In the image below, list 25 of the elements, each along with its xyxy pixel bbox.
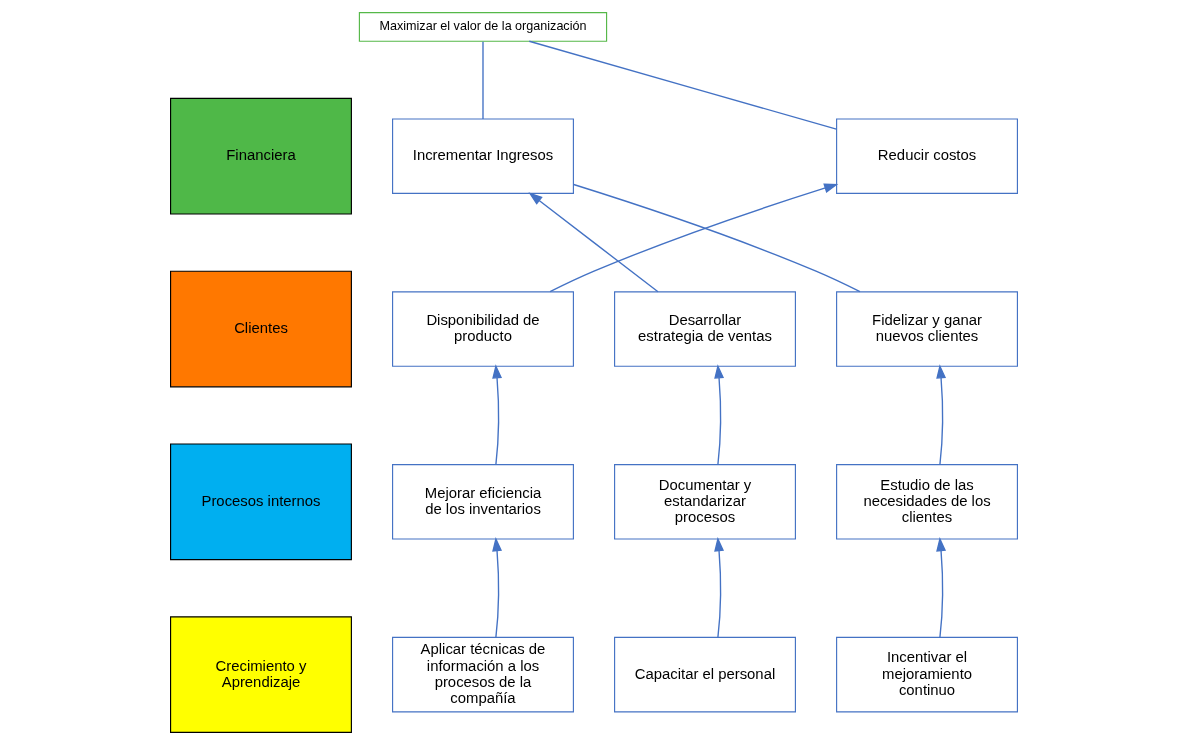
node-box: Fidelizar y ganar nuevos clientes — [836, 291, 1018, 367]
node-box: Mejorar eficiencia de los inventarios — [392, 464, 574, 540]
node-box: Financiera — [170, 97, 352, 215]
node-box: Reducir costos — [836, 118, 1018, 194]
node-box: Estudio de las necesidades de los clientes — [836, 464, 1018, 540]
arrow — [714, 537, 725, 639]
arrow — [936, 537, 947, 639]
arrow — [528, 192, 659, 293]
arrow — [714, 364, 725, 466]
node-box: Incrementar Ingresos — [392, 118, 574, 194]
node-box: Aplicar técnicas de información a los procesos de la compañía — [392, 636, 574, 713]
node-box: Disponibilidad de producto — [392, 291, 574, 367]
connector — [482, 40, 484, 120]
arrow — [492, 537, 503, 639]
node-box: Documentar y estandarizar procesos — [614, 464, 796, 540]
arrow — [492, 364, 503, 466]
connector — [528, 40, 838, 130]
node-box: Clientes — [170, 270, 352, 388]
node-box: Crecimiento y Aprendizaje — [170, 616, 352, 733]
node-box: Maximizar el valor de la organización — [358, 12, 608, 42]
arrow — [936, 364, 947, 466]
node-box: Desarrollar estrategia de ventas — [614, 291, 796, 367]
node-box: Capacitar el personal — [614, 636, 796, 713]
node-box: Incentivar el mejoramiento continuo — [836, 636, 1018, 713]
node-box: Procesos internos — [170, 443, 352, 561]
